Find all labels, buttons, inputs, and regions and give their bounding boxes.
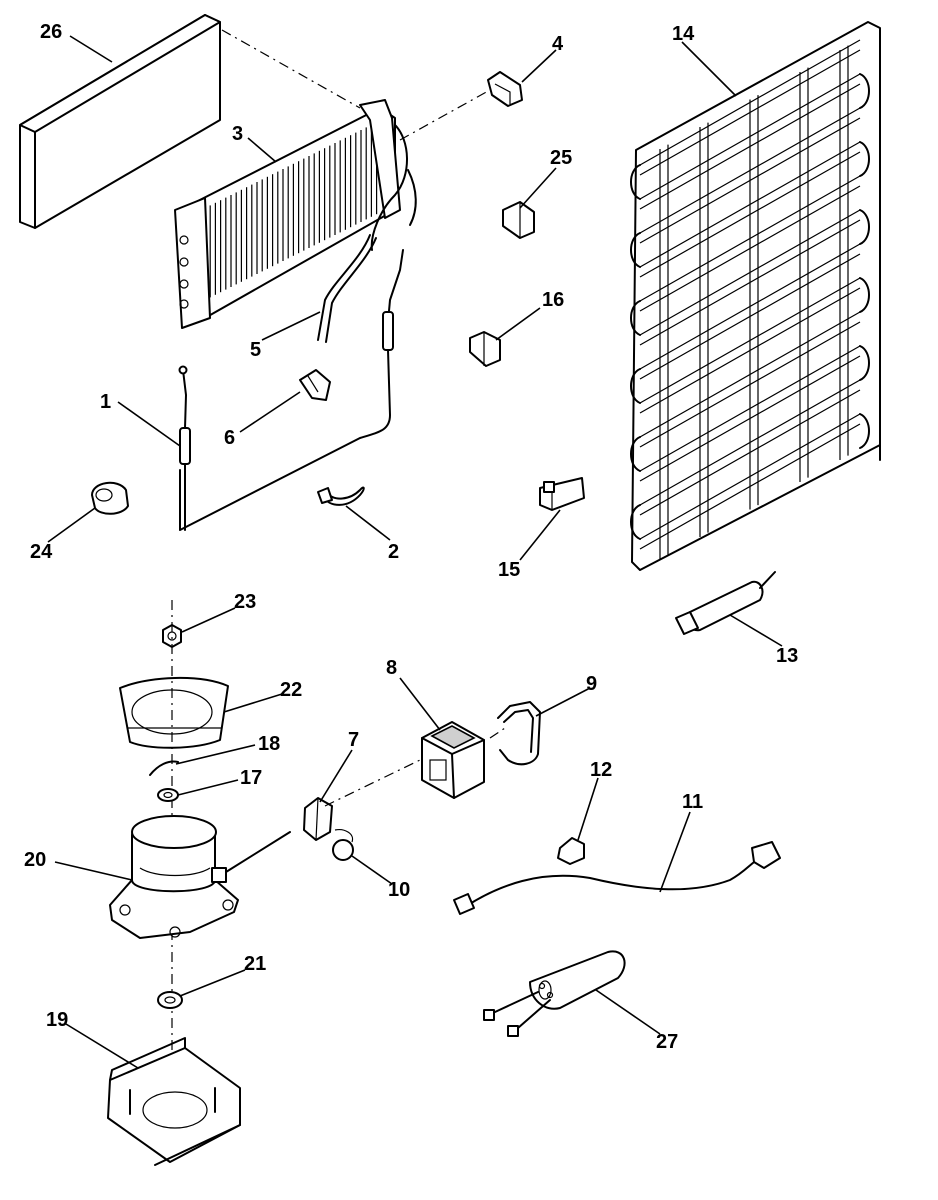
callout-4: 4 xyxy=(552,33,564,55)
callout-27: 27 xyxy=(656,1031,678,1053)
callout-6: 6 xyxy=(224,427,235,449)
part-16-clip xyxy=(469,331,501,367)
leader-lines xyxy=(47,35,783,1069)
callout-9: 9 xyxy=(586,673,597,695)
part-18-clip xyxy=(149,760,179,776)
part-15-bracket xyxy=(539,477,585,511)
part-5-tubing xyxy=(179,234,404,531)
callout-1: 1 xyxy=(100,391,111,413)
part-20-compressor xyxy=(109,815,291,939)
callout-5: 5 xyxy=(250,339,261,361)
callout-17: 17 xyxy=(240,767,262,789)
part-10-overload xyxy=(332,829,354,861)
callout-labels: 26 3 4 25 14 16 5 1 6 24 2 15 13 23 22 8… xyxy=(24,21,798,1053)
callout-26: 26 xyxy=(40,21,62,43)
callout-11: 11 xyxy=(682,791,703,813)
callout-20: 20 xyxy=(24,849,46,871)
callout-22: 22 xyxy=(280,679,302,701)
callout-15: 15 xyxy=(498,559,520,581)
part-11-power-cord xyxy=(453,841,781,915)
assembly-line xyxy=(489,727,506,739)
callout-14: 14 xyxy=(672,23,695,45)
part-27-capacitor xyxy=(483,950,626,1037)
assembly-line xyxy=(221,29,361,109)
part-26-insulation-panel xyxy=(19,14,221,229)
callout-24: 24 xyxy=(30,541,53,563)
callout-3: 3 xyxy=(232,123,243,145)
assembly-line xyxy=(324,759,421,807)
part-6-clip xyxy=(299,369,331,401)
callout-7: 7 xyxy=(348,729,359,751)
part-2-clamp xyxy=(317,486,365,506)
part-14-condenser xyxy=(630,21,881,571)
assembly-line xyxy=(399,89,491,141)
part-7-relay xyxy=(303,797,333,841)
part-3-evaporator xyxy=(174,99,417,329)
part-4-clip xyxy=(487,71,523,107)
part-8-cover xyxy=(421,721,485,799)
part-9-clip xyxy=(497,701,541,766)
part-19-base-bracket xyxy=(107,1037,241,1166)
callout-13: 13 xyxy=(776,645,798,667)
callout-16: 16 xyxy=(542,289,564,311)
part-1-capillary xyxy=(178,365,191,531)
callout-25: 25 xyxy=(550,147,572,169)
callout-21: 21 xyxy=(244,953,266,975)
callout-18: 18 xyxy=(258,733,280,755)
callout-12: 12 xyxy=(590,759,612,781)
part-21-grommet xyxy=(157,991,183,1009)
callout-8: 8 xyxy=(386,657,397,679)
callout-19: 19 xyxy=(46,1009,68,1031)
part-13-drier xyxy=(675,571,776,635)
callout-23: 23 xyxy=(234,591,256,613)
part-17-grommet xyxy=(157,788,179,802)
part-25-bracket xyxy=(502,201,535,239)
callout-2: 2 xyxy=(388,541,399,563)
part-22-cover xyxy=(119,676,229,749)
part-12-clip xyxy=(557,837,585,865)
callout-10: 10 xyxy=(388,879,410,901)
part-24-grommet xyxy=(91,481,129,515)
